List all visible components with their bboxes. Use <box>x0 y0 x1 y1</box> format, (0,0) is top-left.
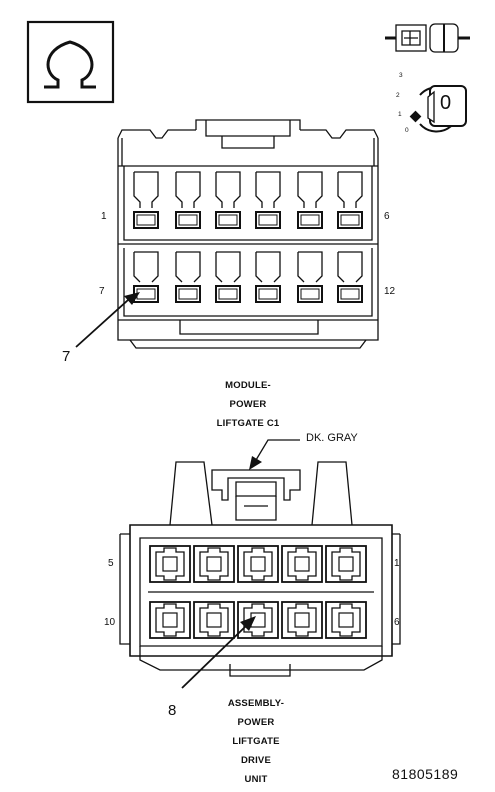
bottom-connector-caption: ASSEMBLY- POWER LIFTGATE DRIVE UNIT <box>190 694 322 789</box>
top-cavity-row2-5 <box>297 251 323 303</box>
key-position-3: 3 <box>399 72 403 79</box>
top-cavity-row1-1 <box>133 171 159 229</box>
bottom-caption-line-5: UNIT <box>244 774 268 785</box>
bottom-pin-5-label: 5 <box>108 558 114 569</box>
wire-color-label: DK. GRAY <box>306 432 358 444</box>
bottom-pin-6-label: 6 <box>394 617 400 628</box>
top-connector-cavities-row2 <box>133 251 363 303</box>
bottom-cavity-row1-2 <box>193 545 235 583</box>
top-connector-housing <box>117 119 379 349</box>
top-cavity-row1-3 <box>215 171 241 229</box>
bottom-caption-line-4: DRIVE <box>240 755 272 766</box>
bottom-cavity-row1-4 <box>281 545 323 583</box>
top-cavity-row1-6 <box>337 171 363 229</box>
key-position-1: 1 <box>398 111 402 118</box>
key-position-0: 0 <box>405 127 409 134</box>
top-caption-line-2: POWER <box>229 399 267 410</box>
bottom-connector-cavities-row2 <box>149 601 367 639</box>
top-cavity-row2-2 <box>175 251 201 303</box>
connector-plug-icon <box>385 23 470 53</box>
bottom-pin-10-label: 10 <box>104 617 116 628</box>
color-label-leader <box>249 439 300 470</box>
top-pin-6-label: 6 <box>384 211 390 222</box>
top-caption-line-3: LIFTGATE C1 <box>216 418 280 429</box>
bottom-cavity-row1-5 <box>325 545 367 583</box>
top-cavity-row1-2 <box>175 171 201 229</box>
top-pin-12-label: 12 <box>384 286 396 297</box>
bottom-cavity-row2-1 <box>149 601 191 639</box>
bottom-connector-cavities-row1 <box>149 545 367 583</box>
top-pin-7-label: 7 <box>99 286 105 297</box>
bottom-pin-1-label: 1 <box>394 558 400 569</box>
top-connector-caption: MODULE- POWER LIFTGATE C1 <box>178 376 318 433</box>
callout-8: 8 <box>168 702 177 719</box>
top-connector-cavities-row1 <box>133 171 363 229</box>
top-caption-line-1: MODULE- <box>225 380 271 391</box>
callout-7: 7 <box>62 348 71 365</box>
bottom-cavity-row2-2 <box>193 601 235 639</box>
bottom-cavity-row2-5 <box>325 601 367 639</box>
bottom-caption-line-3: LIFTGATE <box>232 736 280 747</box>
key-label: 0 <box>440 92 452 114</box>
callout-7-leader <box>75 292 140 348</box>
top-cavity-row1-4 <box>255 171 281 229</box>
bottom-cavity-row2-4 <box>281 601 323 639</box>
top-cavity-row1-5 <box>297 171 323 229</box>
ignition-key-icon <box>409 85 467 133</box>
figure-number: 81805189 <box>392 766 459 782</box>
top-pin-1-label: 1 <box>101 211 107 222</box>
bottom-connector-housing <box>119 461 401 677</box>
top-cavity-row2-3 <box>215 251 241 303</box>
top-cavity-row2-4 <box>255 251 281 303</box>
ohm-symbol-icon <box>26 20 115 104</box>
callout-8-leader <box>181 616 256 689</box>
bottom-cavity-row1-3 <box>237 545 279 583</box>
bottom-caption-line-1: ASSEMBLY- <box>227 698 285 709</box>
bottom-cavity-row2-3 <box>237 601 279 639</box>
bottom-cavity-row1-1 <box>149 545 191 583</box>
key-position-2: 2 <box>396 92 400 99</box>
top-cavity-row2-6 <box>337 251 363 303</box>
bottom-caption-line-2: POWER <box>237 717 275 728</box>
